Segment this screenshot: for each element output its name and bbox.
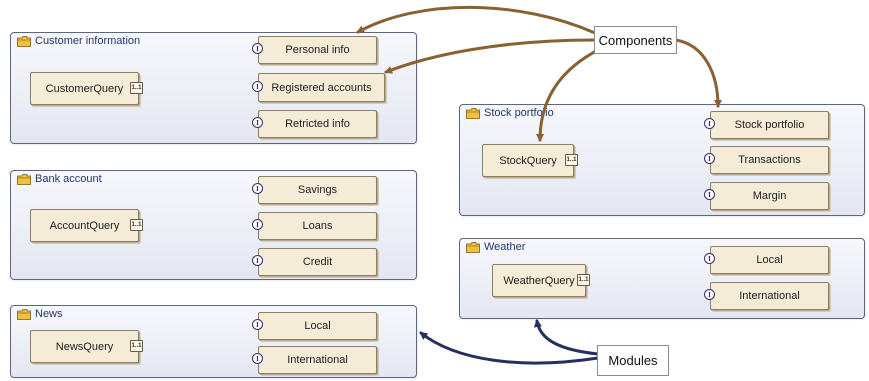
interface-icon: I: [252, 81, 263, 92]
interface-label: International: [287, 354, 348, 366]
interface-label: Local: [756, 254, 783, 266]
interface-margin[interactable]: Margin: [710, 182, 829, 210]
interface-restricted-info[interactable]: Retricted info: [258, 110, 377, 138]
query-label: WeatherQuery: [503, 274, 575, 287]
interface-icon: I: [704, 189, 715, 200]
interface-label: Stock portfolio: [734, 119, 805, 131]
module-title-label: Stock portfolio: [484, 107, 554, 119]
interface-label: Loans: [302, 220, 333, 232]
interface-loans[interactable]: Loans: [258, 212, 377, 240]
interface-label: Savings: [297, 184, 338, 196]
interface-registered-accounts[interactable]: Registered accounts: [258, 73, 385, 102]
components-arrow-personal-info: [356, 5, 597, 35]
module-title-label: Weather: [484, 241, 526, 253]
interface-label: Credit: [302, 256, 333, 268]
multiplicity-badge: 1..1: [130, 82, 143, 94]
interface-personal-info[interactable]: Personal info: [258, 36, 377, 64]
query-label: NewsQuery: [55, 340, 114, 353]
module-title: Customer information: [17, 35, 140, 47]
interface-icon: I: [704, 253, 715, 264]
query-component-customer[interactable]: CustomerQuery: [30, 72, 139, 105]
interface-label: Margin: [752, 190, 787, 202]
interface-label: Transactions: [738, 154, 801, 166]
interface-icon: I: [704, 118, 715, 129]
multiplicity-badge: 1..1: [565, 154, 578, 166]
interface-icon: I: [252, 255, 263, 266]
query-label: AccountQuery: [49, 219, 120, 232]
folder-icon: [17, 173, 31, 185]
interface-icon: I: [252, 117, 263, 128]
components-arrow-registered-accounts: [384, 38, 597, 74]
components-callout-label: Components: [598, 32, 673, 48]
interface-label: Retricted info: [285, 118, 350, 130]
interface-savings[interactable]: Savings: [258, 176, 377, 204]
module-title: Weather: [466, 241, 525, 253]
module-title-label: Customer information: [35, 35, 141, 47]
interface-icon: I: [252, 319, 263, 330]
module-title: Stock portfolio: [466, 107, 554, 119]
folder-icon: [466, 107, 480, 119]
query-component-account[interactable]: AccountQuery: [30, 209, 139, 242]
interface-icon: I: [704, 153, 715, 164]
interface-label: Personal info: [285, 44, 350, 56]
modules-arrow-news: [419, 331, 600, 365]
modules-callout: Modules: [597, 345, 669, 376]
interface-icon: I: [252, 219, 263, 230]
multiplicity-badge: 1..1: [130, 219, 143, 231]
interface-icon: I: [252, 183, 263, 194]
module-title-label: Bank account: [35, 173, 102, 185]
interface-stock-portfolio[interactable]: Stock portfolio: [710, 111, 829, 139]
module-title-label: News: [35, 308, 63, 320]
multiplicity-badge: 1..1: [130, 340, 143, 352]
module-title: News: [17, 308, 63, 320]
interface-news-local[interactable]: Local: [258, 312, 377, 340]
interface-icon: I: [704, 289, 715, 300]
query-component-weather[interactable]: WeatherQuery: [492, 264, 586, 297]
query-component-stock[interactable]: StockQuery: [482, 144, 574, 177]
interface-credit[interactable]: Credit: [258, 248, 377, 276]
folder-icon: [17, 308, 31, 320]
interface-news-international[interactable]: International: [258, 346, 377, 374]
query-label: CustomerQuery: [45, 82, 124, 95]
query-component-news[interactable]: NewsQuery: [30, 330, 139, 363]
modules-callout-label: Modules: [608, 353, 658, 368]
module-title: Bank account: [17, 173, 102, 185]
query-label: StockQuery: [499, 154, 557, 167]
multiplicity-badge: 1..1: [577, 274, 590, 286]
modules-arrow-weather: [533, 319, 600, 356]
interface-icon: I: [252, 43, 263, 54]
folder-icon: [466, 241, 480, 253]
interface-weather-local[interactable]: Local: [710, 246, 829, 274]
interface-weather-international[interactable]: International: [710, 282, 829, 310]
folder-icon: [17, 35, 31, 47]
interface-transactions[interactable]: Transactions: [710, 146, 829, 174]
interface-label: Local: [304, 320, 331, 332]
interface-icon: I: [252, 353, 263, 364]
components-callout: Components: [594, 26, 677, 54]
components-arrow-stock-portfolio: [674, 38, 722, 108]
interface-label: Registered accounts: [271, 81, 372, 94]
interface-label: International: [739, 290, 800, 302]
